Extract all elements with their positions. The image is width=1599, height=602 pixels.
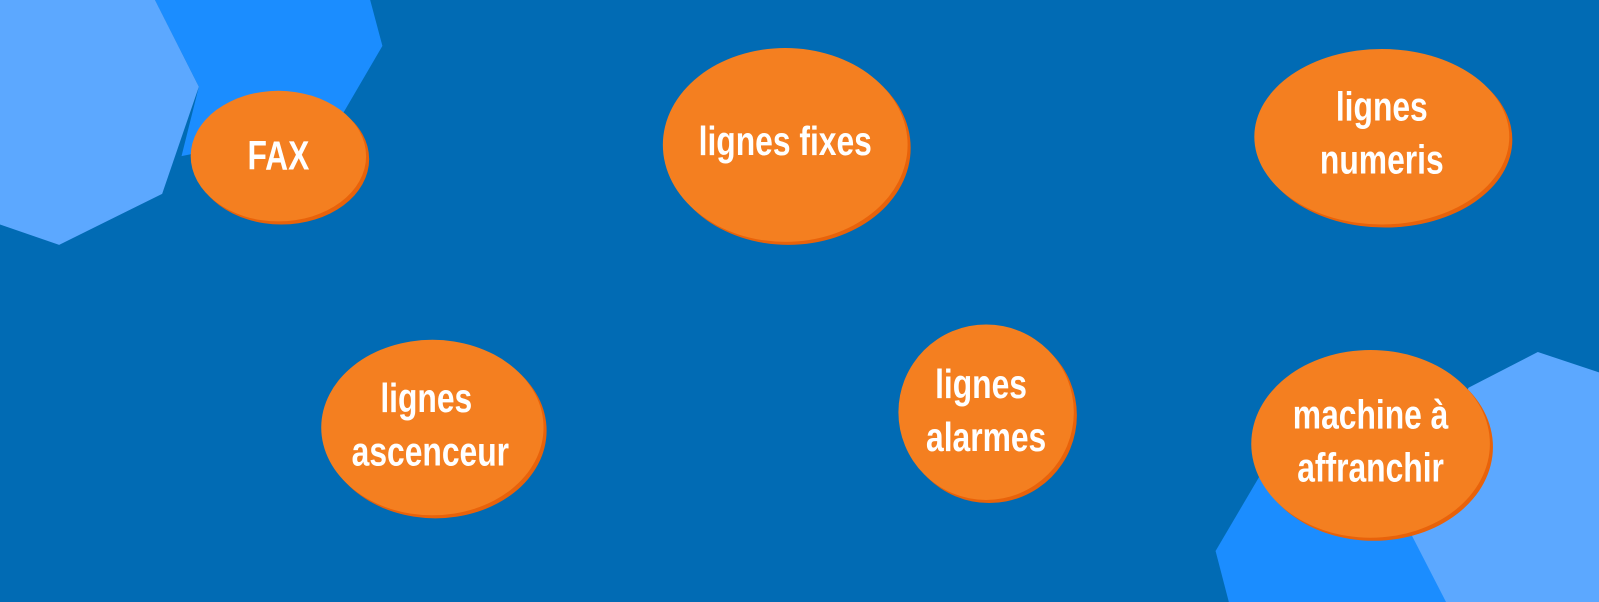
bubble-machine-a-affranchir: machine à affranchir bbox=[1251, 349, 1493, 541]
hexagon-decoration bbox=[0, 0, 199, 245]
bubble-label: lignes bbox=[1336, 84, 1428, 130]
bubble-label: FAX bbox=[247, 133, 309, 179]
bubble-label: lignes bbox=[380, 375, 472, 421]
hexagon-decoration bbox=[1410, 352, 1599, 602]
bubble-label: lignes fixes bbox=[699, 118, 872, 164]
bubble-lignes-numeris: lignes numeris bbox=[1254, 48, 1513, 228]
bubble-fax: FAX bbox=[190, 90, 370, 225]
bubble-label: affranchir bbox=[1297, 445, 1444, 491]
bubble-label: numeris bbox=[1320, 137, 1444, 183]
bubble-label: machine à bbox=[1293, 392, 1449, 438]
bubble-label: ascenceur bbox=[352, 428, 509, 474]
bubble-lignes-fixes: lignes fixes bbox=[662, 47, 911, 245]
bubble-label: alarmes bbox=[926, 414, 1046, 460]
bubble-label: lignes bbox=[935, 361, 1027, 407]
bubble-lignes-alarmes: lignes alarmes bbox=[898, 324, 1077, 504]
bubble-lignes-ascenceur: lignes ascenceur bbox=[321, 339, 547, 519]
